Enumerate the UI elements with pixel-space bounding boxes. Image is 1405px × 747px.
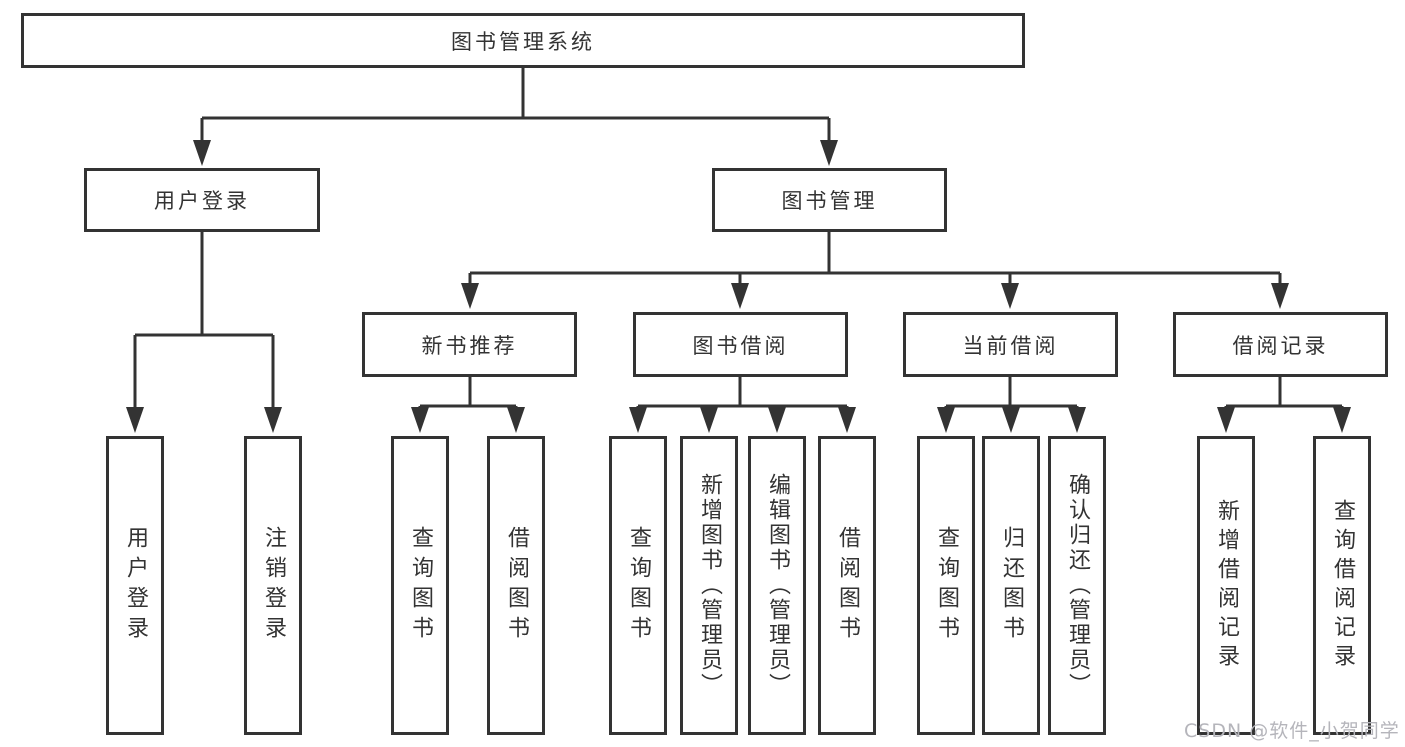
node-label: 用户登录 <box>154 189 250 213</box>
leaf-label: 用户登录 <box>123 525 148 646</box>
root-node-label: 图书管理系统 <box>451 29 595 54</box>
connector-root-to-level2 <box>193 68 838 166</box>
connector-new-book-recommend-to-leaves <box>411 377 525 433</box>
leaf-node-borrow-books: 借阅图书 <box>818 436 876 735</box>
leaf-node-user-login: 用户登录 <box>106 436 164 735</box>
connector-borrow-records-to-leaves <box>1217 377 1351 433</box>
leaf-node-add-borrow-record: 新增借阅记录 <box>1197 436 1255 735</box>
leaf-node-confirm-return-admin: 确认归还（管理员） <box>1048 436 1106 735</box>
csdn-watermark: CSDN @软件_小贺同学 <box>1184 720 1400 742</box>
node-label: 当前借阅 <box>962 333 1059 358</box>
leaf-label: 确认归还（管理员） <box>1065 473 1090 698</box>
node-label: 图书管理 <box>781 189 878 213</box>
node-book-borrow: 图书借阅 <box>633 312 848 377</box>
node-library-management-system: 图书管理系统 <box>21 13 1025 68</box>
node-new-book-recommend: 新书推荐 <box>362 312 577 377</box>
leaf-label: 查询借阅记录 <box>1330 498 1355 673</box>
node-label: 借阅记录 <box>1232 333 1329 358</box>
leaf-label: 借阅图书 <box>504 525 529 646</box>
connector-book-borrow-to-leaves <box>629 377 856 433</box>
leaf-label: 新增借阅记录 <box>1214 498 1239 673</box>
node-label: 新书推荐 <box>421 333 518 358</box>
leaf-label: 查询图书 <box>408 525 433 646</box>
leaf-label: 借阅图书 <box>835 525 860 646</box>
connector-book-management-to-level3 <box>461 232 1289 309</box>
node-label: 图书借阅 <box>692 333 789 358</box>
node-book-management: 图书管理 <box>712 168 947 232</box>
leaf-node-query-borrow-record: 查询借阅记录 <box>1313 436 1371 735</box>
leaf-node-query-books: 查询图书 <box>609 436 667 735</box>
leaf-label: 注销登录 <box>261 525 286 646</box>
leaf-node-query-books: 查询图书 <box>391 436 449 735</box>
connector-current-borrow-to-leaves <box>937 377 1086 433</box>
leaf-node-edit-books-admin: 编辑图书（管理员） <box>748 436 806 735</box>
node-current-borrow: 当前借阅 <box>903 312 1118 377</box>
leaf-node-logout: 注销登录 <box>244 436 302 735</box>
leaf-label: 查询图书 <box>626 525 651 646</box>
leaf-label: 查询图书 <box>934 525 959 646</box>
leaf-label: 新增图书（管理员） <box>697 473 722 698</box>
connector-user-login-to-leaves <box>126 232 282 433</box>
leaf-node-query-books: 查询图书 <box>917 436 975 735</box>
node-user-login: 用户登录 <box>84 168 320 232</box>
leaf-label: 归还图书 <box>999 525 1024 646</box>
leaf-node-borrow-books: 借阅图书 <box>487 436 545 735</box>
leaf-node-return-books: 归还图书 <box>982 436 1040 735</box>
leaf-label: 编辑图书（管理员） <box>765 473 790 698</box>
leaf-node-add-books-admin: 新增图书（管理员） <box>680 436 738 735</box>
node-borrow-records: 借阅记录 <box>1173 312 1388 377</box>
